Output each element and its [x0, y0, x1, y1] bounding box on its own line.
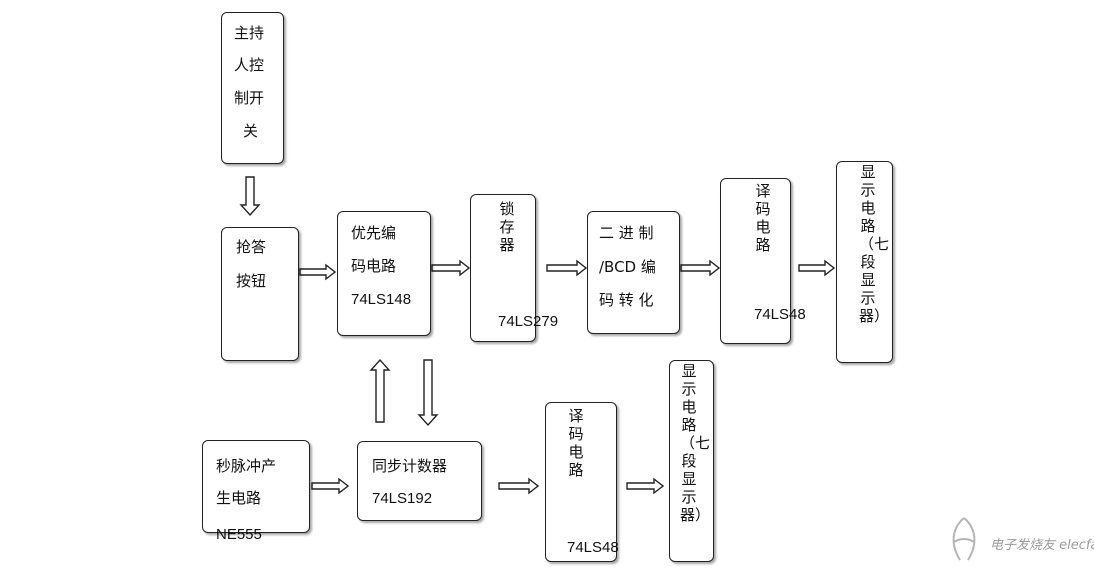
arrow-pulse-to-counter [311, 477, 350, 495]
host-switch-line-3: 制开 [234, 89, 265, 107]
answer-button-line-2: 按钮 [236, 272, 267, 290]
answer-button-block [221, 227, 299, 361]
pulse-generator-line-1: 秒脉冲产 [216, 457, 277, 475]
bin-bcd-line-3: 码 转 化 [599, 291, 654, 309]
pulse-generator-part: NE555 [216, 526, 262, 543]
priority-encoder-line-2: 码电路 [351, 257, 397, 275]
arrow-switch-to-button [239, 176, 261, 217]
latch-block [470, 194, 536, 342]
watermark-logo-icon [952, 517, 976, 561]
arrow-decoder-to-display-bottom [626, 477, 665, 495]
decoder-bottom-label: 译码电路 [568, 407, 584, 479]
arrow-binbcd-to-decoder [680, 259, 721, 277]
pulse-generator-block [202, 440, 310, 533]
latch-label: 锁存器 [499, 200, 515, 254]
sync-counter-block [357, 441, 482, 521]
display-bottom-label: 显示电路（七段显示器） [680, 362, 711, 524]
host-switch-line-2: 人控 [234, 56, 265, 74]
arrow-encoder-to-counter [417, 359, 439, 427]
arrow-counter-to-encoder [369, 358, 391, 423]
bin-bcd-converter-block [587, 211, 680, 334]
host-control-switch-block [221, 12, 284, 164]
watermark-text: 电子发烧友 elecfans.com [990, 538, 1094, 553]
decoder-top-label: 译码电路 [755, 182, 771, 254]
host-switch-line-4: 关 [243, 122, 259, 140]
arrow-counter-to-decoder [498, 477, 540, 495]
display-block-top [836, 161, 893, 363]
priority-encoder-line-1: 优先编 [351, 224, 397, 242]
priority-encoder-part: 74LS148 [351, 291, 412, 308]
pulse-generator-line-2: 生电路 [216, 489, 262, 507]
latch-part: 74LS279 [498, 313, 559, 330]
bin-bcd-line-2: /BCD 编 [599, 258, 656, 276]
sync-counter-part: 74LS192 [372, 490, 433, 507]
answer-button-line-1: 抢答 [236, 238, 267, 256]
arrow-encoder-to-latch [431, 259, 471, 277]
priority-encoder-block [337, 211, 431, 336]
decoder-bottom-part: 74LS48 [567, 539, 619, 556]
sync-counter-label: 同步计数器 [372, 457, 448, 475]
display-top-label: 显示电路（七段显示器） [859, 163, 890, 325]
arrow-button-to-encoder [299, 263, 337, 281]
host-switch-line-1: 主持 [234, 24, 265, 42]
arrow-decoder-to-display [798, 259, 836, 277]
arrow-latch-to-binbcd [546, 259, 588, 277]
decoder-block-top [720, 178, 791, 344]
display-block-bottom [669, 360, 714, 562]
decoder-top-part: 74LS48 [754, 306, 806, 323]
bin-bcd-line-1: 二 进 制 [599, 224, 654, 242]
decoder-block-bottom [545, 402, 617, 562]
